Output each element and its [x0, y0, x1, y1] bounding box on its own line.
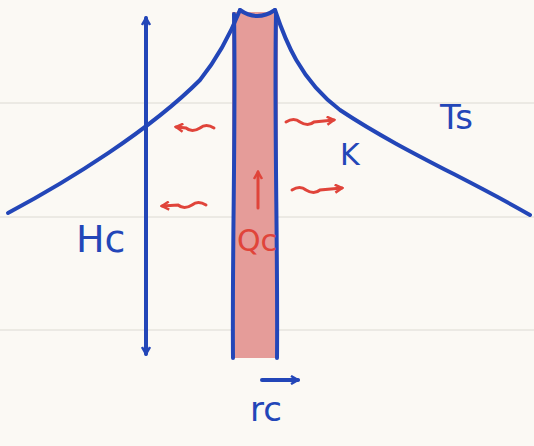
height-label: Hc — [76, 220, 125, 258]
flux-label: Qc — [237, 226, 277, 256]
left-slope — [8, 10, 240, 213]
heat-arrow — [176, 126, 214, 131]
right-slope — [275, 10, 530, 215]
flux-arrow — [257, 172, 260, 208]
heat-arrow — [162, 203, 206, 208]
conductivity-label: K — [340, 140, 360, 170]
conduit-wall — [275, 14, 277, 358]
surface-temperature-label: Ts — [440, 100, 473, 134]
heat-arrow — [286, 120, 334, 125]
radius-arrow — [262, 378, 298, 382]
heat-arrow — [292, 188, 342, 193]
conduit — [232, 12, 278, 358]
crater — [240, 10, 275, 16]
radius-label: rc — [250, 392, 282, 426]
height-arrow — [144, 18, 148, 354]
conduit-wall — [233, 14, 235, 358]
